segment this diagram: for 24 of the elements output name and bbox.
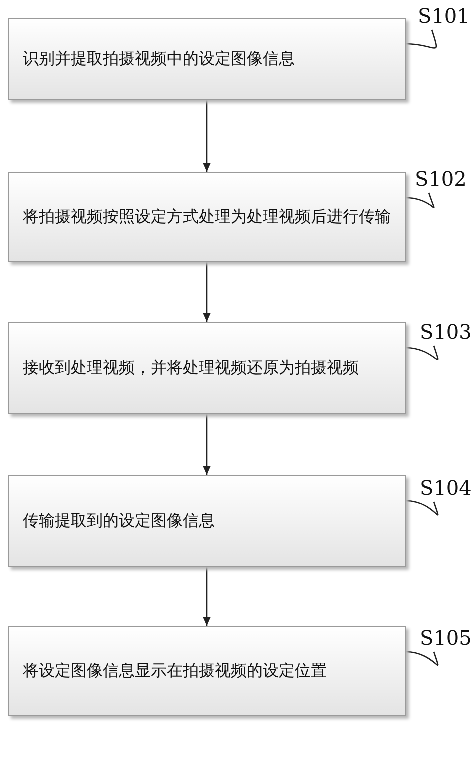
step-number: S104 <box>420 476 472 500</box>
leader-line <box>406 346 439 360</box>
process-box <box>8 172 406 262</box>
step-text: 将拍摄视频按照设定方式处理为处理视频后进行传输 <box>23 206 391 228</box>
arrow <box>203 262 211 322</box>
process-box <box>8 475 406 567</box>
process-box <box>8 626 406 716</box>
step-text: 接收到处理视频，并将处理视频还原为拍摄视频 <box>23 357 359 379</box>
process-box <box>8 18 406 100</box>
step-text: 传输提取到的设定图像信息 <box>23 510 215 532</box>
step-text: 识别并提取拍摄视频中的设定图像信息 <box>23 48 295 70</box>
leader-line <box>406 30 438 49</box>
step-number: S101 <box>418 4 470 28</box>
leader-line <box>406 192 435 208</box>
leader-line <box>406 651 439 666</box>
step-text: 将设定图像信息显示在拍摄视频的设定位置 <box>23 660 327 682</box>
arrow <box>203 567 211 626</box>
arrow <box>203 414 211 475</box>
leader-line <box>406 500 439 516</box>
step-number: S103 <box>420 320 472 344</box>
process-box <box>8 322 406 414</box>
step-number: S105 <box>420 626 472 650</box>
step-number: S102 <box>415 167 467 191</box>
arrow <box>203 100 211 172</box>
